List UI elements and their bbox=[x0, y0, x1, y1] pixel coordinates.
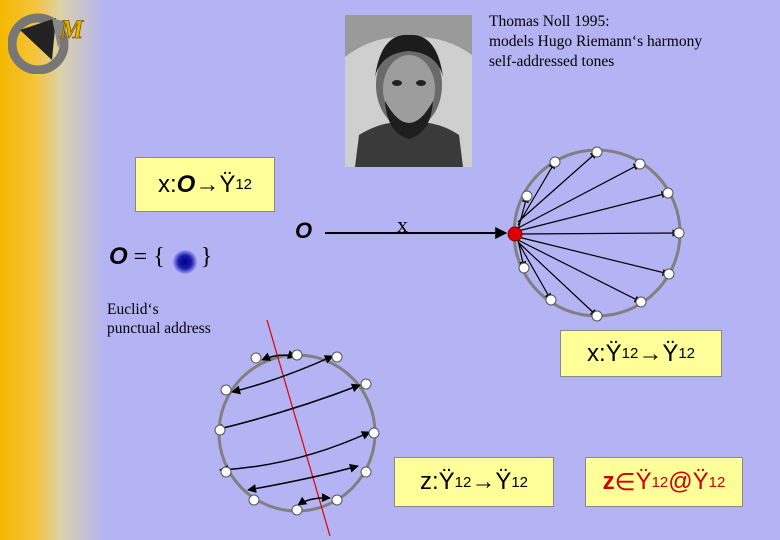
box-z2-sub1: 12 bbox=[651, 473, 669, 491]
set-definition: O = { } bbox=[109, 243, 212, 271]
caption-text: Thomas Noll 1995: models Hugo Riemann‘s … bbox=[489, 12, 702, 72]
box-x2-arrow: → bbox=[638, 339, 663, 367]
upper-circle-nodes bbox=[518, 146, 685, 322]
box-z-sub1: 12 bbox=[454, 473, 472, 491]
box-z2-z: z bbox=[602, 468, 615, 495]
box-x2-prefix: x: bbox=[586, 339, 606, 367]
box-x1-arrow: → bbox=[195, 170, 220, 198]
box-z2-z2: Ÿ bbox=[692, 468, 709, 495]
box-x1-prefix: x: bbox=[157, 170, 177, 198]
caption-line-3: self-addressed tones bbox=[489, 53, 615, 70]
euclid-line-2: punctual address bbox=[107, 320, 211, 337]
box-x1-sub: 12 bbox=[235, 176, 253, 193]
lower-circle bbox=[217, 353, 377, 513]
caption-line-2: models Hugo Riemann‘s harmony bbox=[489, 33, 703, 50]
box-z-z2: Ÿ bbox=[495, 468, 512, 495]
upper-fan-arrows bbox=[517, 151, 680, 317]
arrow-source-o: O bbox=[295, 218, 313, 243]
logo-icon: M bbox=[8, 13, 84, 74]
set-def-open: = { bbox=[127, 244, 171, 270]
box-z-prefix: z: bbox=[419, 468, 439, 495]
box-z-sub2: 12 bbox=[511, 473, 529, 491]
box-x2-z1: Ÿ bbox=[605, 339, 622, 367]
box-z2-at: @ bbox=[668, 468, 693, 495]
euclid-note: Euclid‘s punctual address bbox=[107, 300, 211, 338]
caption-line-1: Thomas Noll 1995: bbox=[489, 13, 610, 30]
box-x1-z: Ÿ bbox=[219, 170, 236, 198]
box-z2-elem: ∈ bbox=[614, 468, 636, 496]
blue-dot-icon bbox=[173, 250, 197, 274]
box-z2-z1: Ÿ bbox=[635, 468, 652, 495]
box-z2-sub2: 12 bbox=[708, 473, 726, 491]
box-x1-o: O bbox=[176, 170, 196, 198]
portrait-photo bbox=[345, 15, 472, 167]
box-x2-sub1: 12 bbox=[621, 345, 639, 362]
set-def-close: } bbox=[194, 244, 213, 270]
lower-circle-nodes bbox=[214, 349, 380, 516]
box-z-arrow: → bbox=[471, 468, 496, 495]
arrow-label-x: x bbox=[397, 212, 408, 237]
euclid-line-1: Euclid‘s bbox=[107, 301, 159, 318]
lower-swap-arrows bbox=[214, 350, 371, 506]
svg-text:M: M bbox=[59, 15, 84, 44]
sidebar-gradient bbox=[0, 0, 110, 540]
set-def-o: O bbox=[109, 243, 128, 270]
box-x2-z2: Ÿ bbox=[662, 339, 679, 367]
target-point-red bbox=[507, 226, 523, 242]
box-x2-sub2: 12 bbox=[678, 345, 696, 362]
box-z-z1: Ÿ bbox=[438, 468, 455, 495]
